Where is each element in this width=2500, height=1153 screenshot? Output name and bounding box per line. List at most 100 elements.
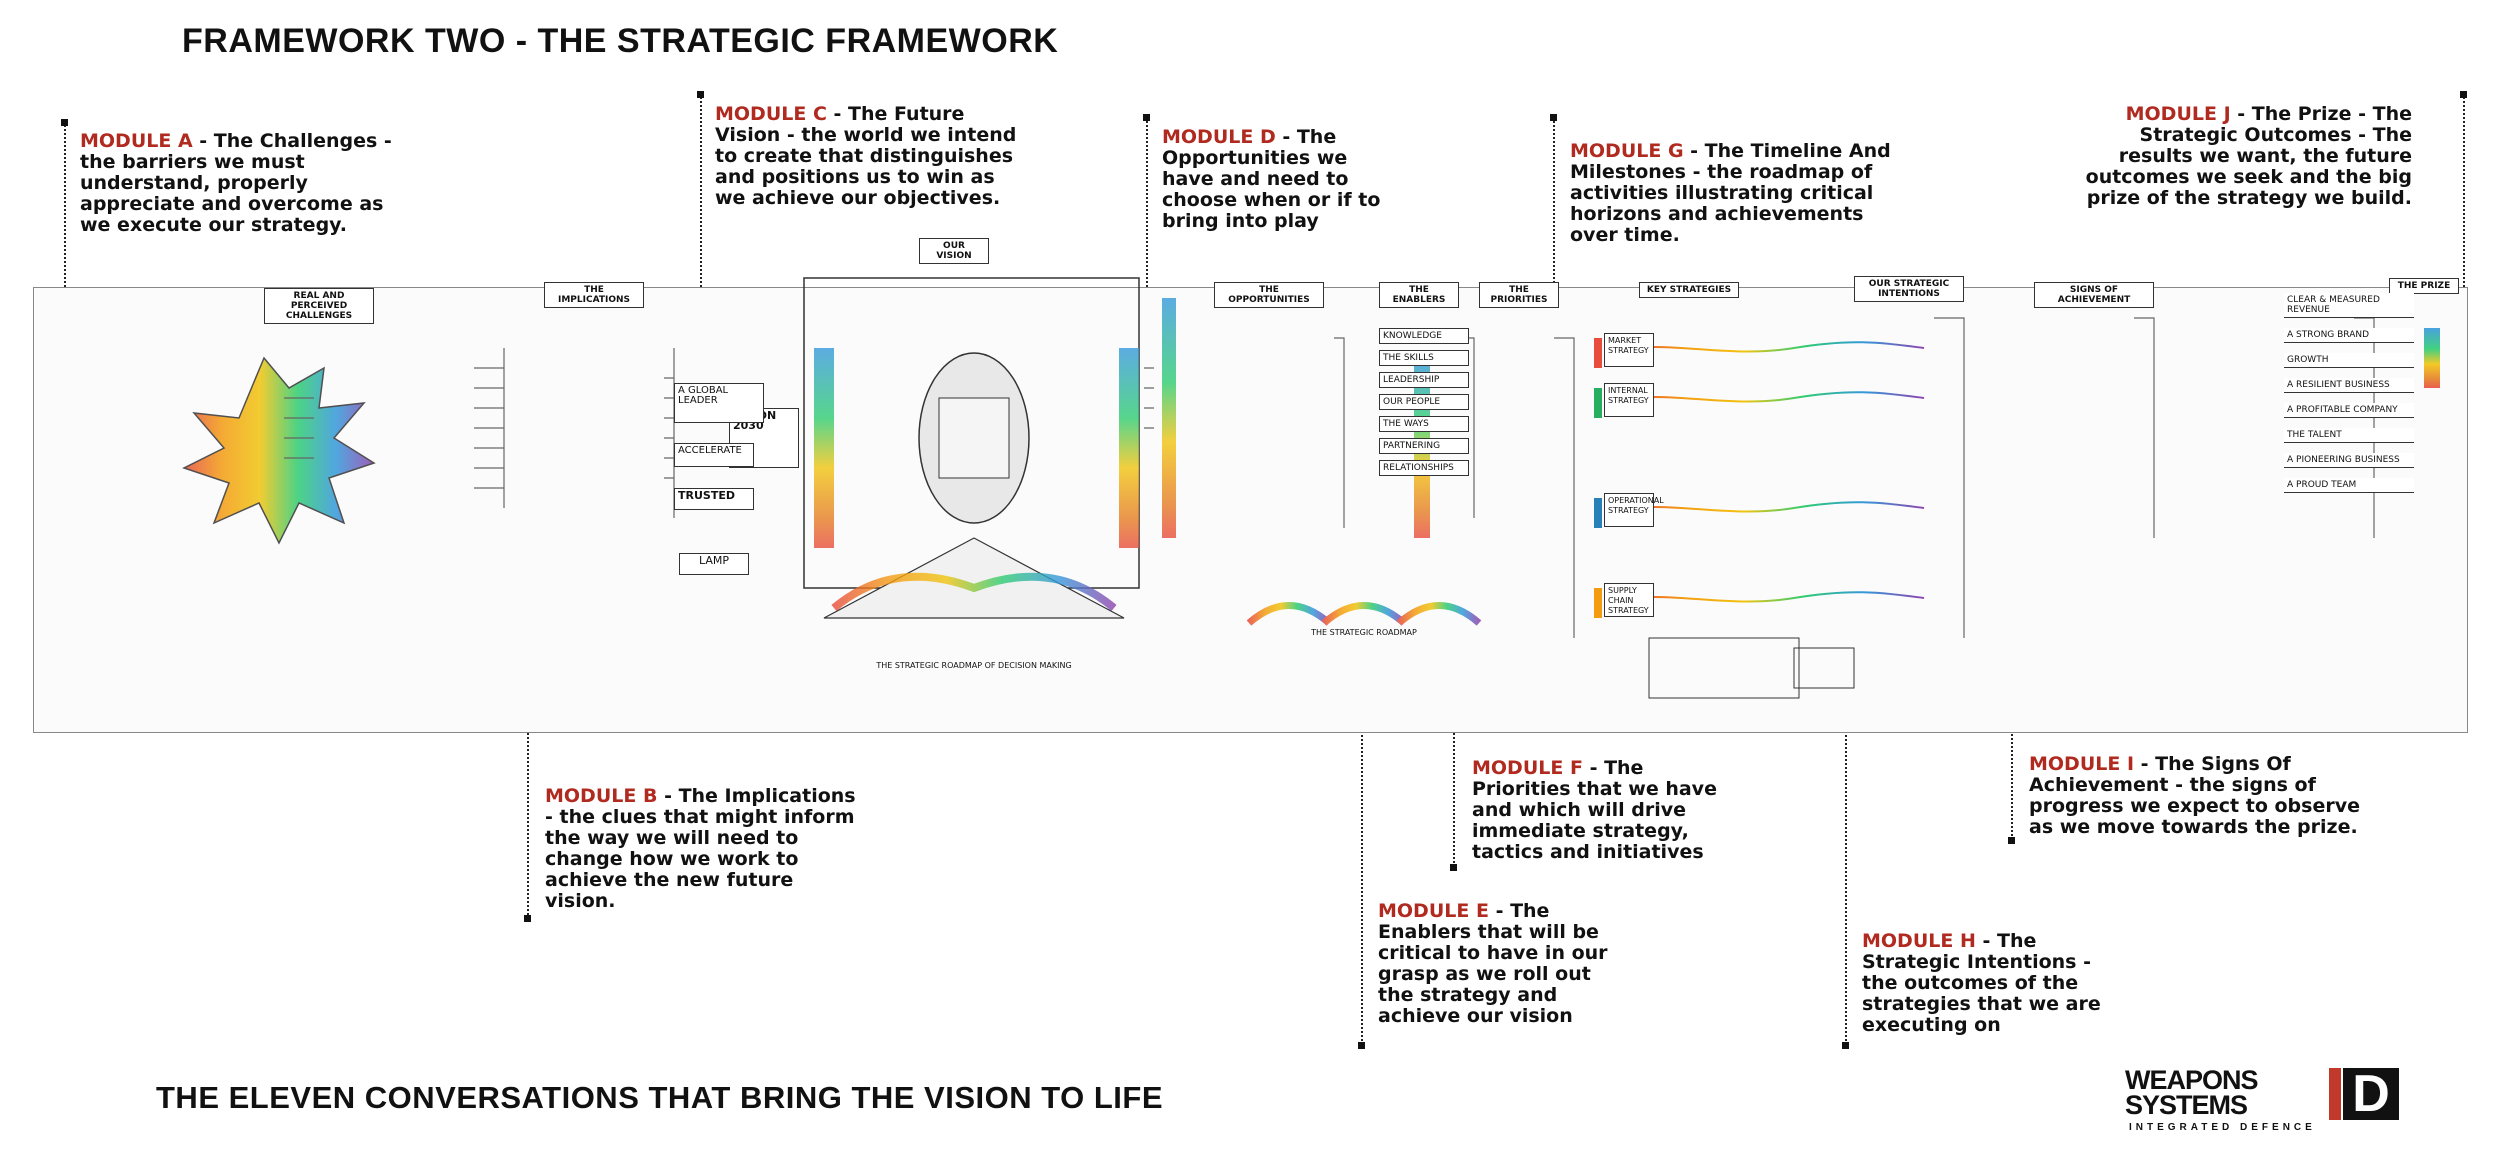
module-c-name: MODULE C (715, 103, 827, 125)
challenges-header: REAL AND PERCEIVED CHALLENGES (264, 288, 374, 324)
implications-header: THE IMPLICATIONS (544, 282, 644, 308)
module-c-text: MODULE C - The Future Vision - the world… (715, 104, 1025, 209)
module-d-name: MODULE D (1162, 126, 1276, 148)
module-f-description: - The Priorities that we have and which … (1472, 757, 1717, 863)
module-d-leader (1146, 117, 1148, 287)
priorities-header: THE PRIORITIES (1479, 282, 1559, 308)
enabler-item: KNOWLEDGE (1379, 328, 1469, 344)
prize-item: CLEAR & MEASURED REVENUE (2284, 293, 2414, 318)
enabler-item: PARTNERING (1379, 438, 1469, 454)
module-g-description: - The Timeline And Milestones - the road… (1570, 140, 1891, 246)
prize-rainbow (2424, 328, 2440, 388)
prize-item: A PROUD TEAM (2284, 478, 2414, 493)
strategies-header: KEY STRATEGIES (1639, 282, 1739, 298)
module-a-description: - The Challenges - the barriers we must … (80, 130, 392, 236)
opportunities-rainbow (1162, 298, 1176, 538)
lamp-box: LAMP (679, 553, 749, 575)
enabler-item: OUR PEOPLE (1379, 394, 1469, 410)
module-b-description: - The Implications - the clues that migh… (545, 785, 856, 912)
roadmap-label: THE STRATEGIC ROADMAP (1311, 628, 1417, 637)
enablers-list: KNOWLEDGE THE SKILLS LEADERSHIP OUR PEOP… (1379, 328, 1469, 482)
prize-item: A RESILIENT BUSINESS (2284, 378, 2414, 393)
module-a-leader (64, 122, 66, 287)
module-g-name: MODULE G (1570, 140, 1684, 162)
module-j-description: - The Prize - The Strategic Outcomes - T… (2085, 103, 2412, 209)
challenges-explosion (182, 356, 376, 545)
module-a-text: MODULE A - The Challenges - the barriers… (80, 131, 400, 236)
module-h-leader-dot (1842, 1042, 1849, 1049)
module-e-description: - The Enablers that will be critical to … (1378, 900, 1608, 1027)
module-d-text: MODULE D - The Opportunities we have and… (1162, 127, 1392, 232)
module-c-leader (700, 94, 702, 287)
module-h-leader (1845, 470, 1847, 1045)
module-j-text: MODULE J - The Prize - The Strategic Out… (2072, 104, 2412, 209)
module-i-leader-dot (2008, 837, 2015, 844)
enablers-header: THE ENABLERS (1379, 282, 1459, 308)
framework-diagram: REAL AND PERCEIVED CHALLENGES THE IMPLIC… (33, 238, 2468, 733)
intentions-header: OUR STRATEGIC INTENTIONS (1854, 276, 1964, 302)
strategy-lane-market: MARKET STRATEGY (1604, 333, 1654, 367)
enabler-item: RELATIONSHIPS (1379, 460, 1469, 476)
module-b-name: MODULE B (545, 785, 658, 807)
module-e-leader (1361, 470, 1363, 1045)
opportunities-header: THE OPPORTUNITIES (1214, 282, 1324, 308)
logo-d-mark: D (2343, 1068, 2399, 1120)
enabler-item: THE WAYS (1379, 416, 1469, 432)
module-h-text: MODULE H - The Strategic Intentions - th… (1862, 931, 2102, 1036)
logo-line1: WEAPONS (2125, 1065, 2259, 1095)
enabler-item: THE SKILLS (1379, 350, 1469, 366)
module-d-leader-dot (1143, 114, 1150, 121)
diagram-graphics (182, 277, 2440, 699)
strategy-lane-internal: INTERNAL STRATEGY (1604, 383, 1654, 417)
module-f-name: MODULE F (1472, 757, 1583, 779)
module-i-text: MODULE I - The Signs Of Achievement - th… (2029, 754, 2369, 838)
module-j-leader (2463, 94, 2465, 287)
module-b-leader-dot (524, 915, 531, 922)
module-e-leader-dot (1358, 1042, 1365, 1049)
module-h-name: MODULE H (1862, 930, 1976, 952)
footer-title: THE ELEVEN CONVERSATIONS THAT BRING THE … (156, 1080, 1164, 1115)
vision-pyramid (823, 537, 1125, 619)
roadmap-rainbows (1246, 602, 1482, 626)
prize-header: THE PRIZE (2389, 278, 2459, 294)
module-d-description: - The Opportunities we have and need to … (1162, 126, 1381, 232)
logo-tagline: INTEGRATED DEFENCE (2129, 1122, 2316, 1133)
strategy-lane-operational: OPERATIONAL STRATEGY (1604, 493, 1664, 527)
global-leader-box: A GLOBAL LEADER (674, 383, 764, 423)
trusted-box: TRUSTED (674, 488, 754, 510)
module-f-text: MODULE F - The Priorities that we have a… (1472, 758, 1717, 863)
module-i-name: MODULE I (2029, 753, 2135, 775)
module-g-leader-dot (1550, 114, 1557, 121)
module-g-text: MODULE G - The Timeline And Milestones -… (1570, 141, 1900, 246)
pyramid-label: THE STRATEGIC ROADMAP OF DECISION MAKING (876, 661, 1072, 670)
vision-rainbow-right (1119, 348, 1139, 548)
strategy-lane-supply-chain: SUPPLY CHAIN STRATEGY (1604, 583, 1654, 617)
logo-line2: SYSTEMS (2125, 1090, 2248, 1120)
module-a-name: MODULE A (80, 130, 193, 152)
module-e-name: MODULE E (1378, 900, 1489, 922)
accelerate-box: ACCELERATE (674, 443, 754, 467)
module-f-leader-dot (1450, 864, 1457, 871)
module-g-leader (1553, 117, 1555, 287)
prize-list: CLEAR & MEASURED REVENUE A STRONG BRAND … (2284, 293, 2414, 503)
prize-item: A PROFITABLE COMPANY (2284, 403, 2414, 418)
module-j-name: MODULE J (2125, 103, 2231, 125)
prize-item: GROWTH (2284, 353, 2414, 368)
module-c-description: - The Future Vision - the world we inten… (715, 103, 1017, 209)
logo-red-bar (2329, 1068, 2341, 1120)
prize-item: THE TALENT (2284, 428, 2414, 443)
module-b-text: MODULE B - The Implications - the clues … (545, 786, 865, 912)
enabler-item: LEADERSHIP (1379, 372, 1469, 388)
prize-item: A STRONG BRAND (2284, 328, 2414, 343)
vision-header: OUR VISION (919, 238, 989, 264)
vision-rainbow-left (814, 348, 834, 548)
signs-header: SIGNS OF ACHIEVEMENT (2034, 282, 2154, 308)
page-title: FRAMEWORK TWO - THE STRATEGIC FRAMEWORK (182, 22, 1059, 60)
module-j-leader-dot (2460, 91, 2467, 98)
module-i-description: - The Signs Of Achievement - the signs o… (2029, 753, 2360, 838)
prize-item: A PIONEERING BUSINESS (2284, 453, 2414, 468)
module-c-leader-dot (697, 91, 704, 98)
module-h-description: - The Strategic Intentions - the outcome… (1862, 930, 2101, 1036)
